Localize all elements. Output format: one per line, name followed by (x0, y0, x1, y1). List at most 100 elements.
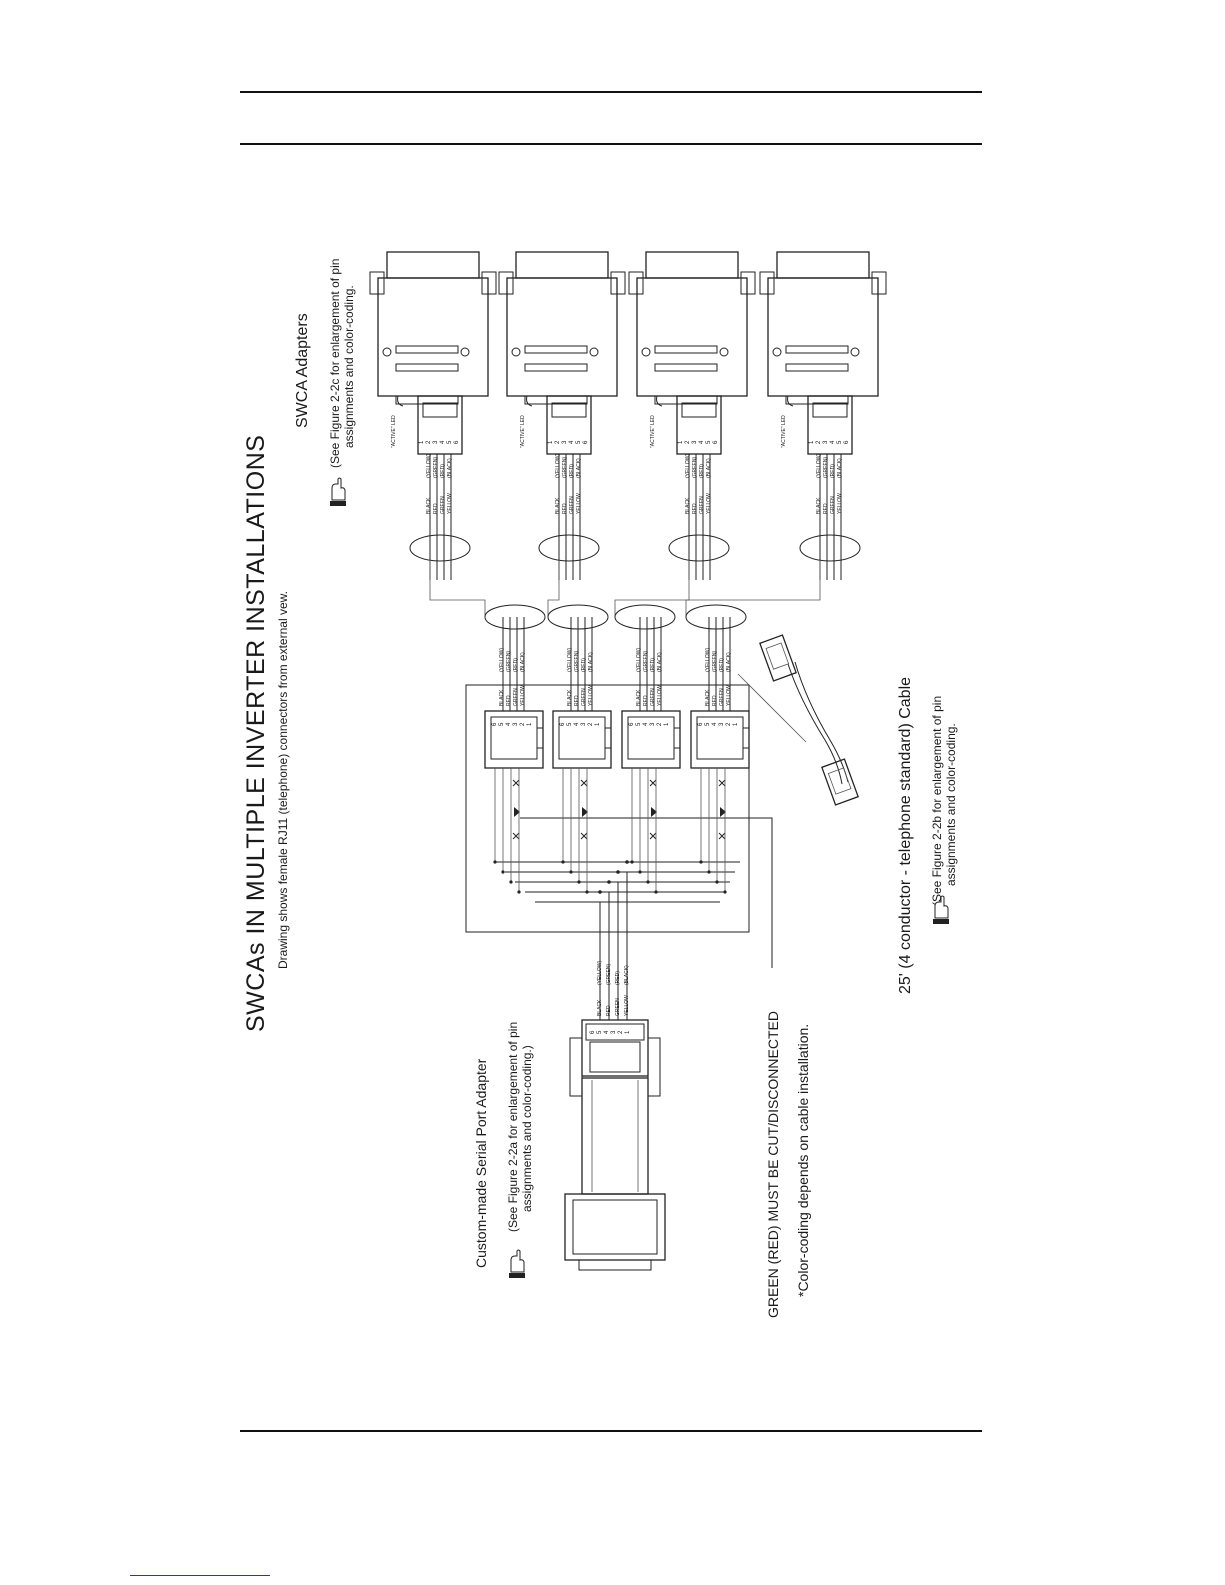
cable-run (429, 560, 486, 617)
pin-number: 1 (809, 440, 815, 444)
pin-number: 3 (562, 440, 568, 444)
pin-number: 6 (590, 1030, 596, 1034)
wire-color: RED (506, 695, 512, 706)
cable-bundle (668, 534, 730, 562)
wire-color-alt: (GREEN) (433, 457, 439, 478)
page-subtitle: Drawing shows female RJ11 (telephone) co… (276, 591, 290, 969)
serial-port-adapter (564, 1019, 666, 1271)
cable-note-line2: assignments and color-coding. (944, 723, 958, 886)
cable-note-line1: (See Figure 2-2b for enlargement of pin (930, 696, 944, 906)
pin-number: 1 (595, 722, 601, 726)
pin-number: 5 (447, 440, 453, 444)
cable-bundle (409, 534, 471, 562)
pin-number: 1 (678, 440, 684, 444)
wire-color: GREEN (581, 688, 587, 706)
footer-link-underline[interactable] (130, 1575, 270, 1576)
cut-mark (580, 832, 588, 840)
active-led-label: "ACTIVE" LED (650, 415, 656, 448)
arrowhead (582, 807, 588, 817)
pin-number: 4 (506, 722, 512, 726)
pin-number: 1 (527, 722, 533, 726)
active-led-label: "ACTIVE" LED (520, 415, 526, 448)
pin-number: 2 (657, 722, 663, 726)
pin-number: 6 (713, 440, 719, 444)
pin-number: 5 (567, 722, 573, 726)
cut-mark (580, 779, 588, 787)
wire-color-alt: (GREEN) (692, 457, 698, 478)
pin-number: 4 (699, 440, 705, 444)
pin-number: 5 (636, 722, 642, 726)
wire-color-alt: (BLACK) (726, 652, 732, 672)
junction-dot (501, 870, 505, 874)
wire-color-alt: (GREEN) (643, 651, 649, 672)
junction-dot (509, 880, 513, 884)
serial-label: Custom-made Serial Port Adapter (473, 1058, 489, 1268)
serial-note-line2: assignments and color-coding.) (520, 1045, 534, 1212)
junction-dot (715, 880, 719, 884)
telephone-cable (737, 634, 859, 806)
wire-color-alt: (YELLOW) (426, 453, 432, 478)
wire-color-alt: (YELLOW) (567, 647, 573, 672)
wire-color-alt: (BLACK) (657, 652, 663, 672)
pin-number: 3 (650, 722, 656, 726)
pin-number: 1 (548, 440, 554, 444)
wire-color: YELLOW (520, 685, 526, 706)
junction-dot (598, 890, 602, 894)
cable-bundle (484, 604, 546, 630)
swca-note-line2: assignments and color-coding. (342, 285, 356, 448)
wire-color: YELLOW (706, 493, 712, 514)
cable-bundle (538, 534, 600, 562)
cut-mark (649, 779, 657, 787)
wire-color-alt: (GREEN) (823, 457, 829, 478)
junction-dot (646, 880, 650, 884)
wire-color: YELLOW (588, 685, 594, 706)
wire-color-alt: (GREEN) (562, 457, 568, 478)
pin-number: 4 (569, 440, 575, 444)
wire-color-alt: (RED) (830, 464, 836, 478)
wire-color: BLACK (499, 689, 505, 706)
junction-dot (707, 870, 711, 874)
warning-cut-text: GREEN (RED) MUST BE CUT/DISCONNECTED (765, 1011, 781, 1318)
wire-color-alt: (YELLOW) (816, 453, 822, 478)
pin-number: 5 (706, 440, 712, 444)
pin-number: 5 (837, 440, 843, 444)
wire-color: GREEN (569, 496, 575, 514)
junction-dot (569, 870, 573, 874)
pin-number: 2 (816, 440, 822, 444)
pin-number: 3 (581, 722, 587, 726)
cable-run (685, 560, 821, 617)
wire-color-alt: (YELLOW) (636, 647, 642, 672)
wire-color-alt: (BLACK) (588, 652, 594, 672)
arrowhead (720, 807, 726, 817)
swca-label: SWCA Adapters (294, 313, 311, 428)
pin-number: 3 (719, 722, 725, 726)
serial-note-line1: (See Figure 2-2a for enlargement of pin (506, 1022, 520, 1232)
junction-dot (517, 890, 521, 894)
wire-color: RED (562, 503, 568, 514)
wire-color: YELLOW (576, 493, 582, 514)
pointing-hand-icon (933, 895, 949, 924)
pin-number: 1 (625, 1030, 631, 1034)
footer-rule (240, 1430, 982, 1432)
cut-mark (649, 832, 657, 840)
pin-number: 6 (454, 440, 460, 444)
pin-number: 3 (513, 722, 519, 726)
wire-color: GREEN (699, 496, 705, 514)
wire-color-alt: (GREEN) (506, 651, 512, 672)
wire-color: RED (692, 503, 698, 514)
pointing-hand-icon (330, 477, 346, 506)
swca-cables (429, 560, 821, 630)
wire-color: GREEN (719, 688, 725, 706)
pin-number: 4 (712, 722, 718, 726)
cable-run (614, 560, 690, 617)
wire-color: YELLOW (726, 685, 732, 706)
active-led-label: "ACTIVE" LED (781, 415, 787, 448)
wire-color-alt: (RED) (569, 464, 575, 478)
wire-color: BLACK (567, 689, 573, 706)
